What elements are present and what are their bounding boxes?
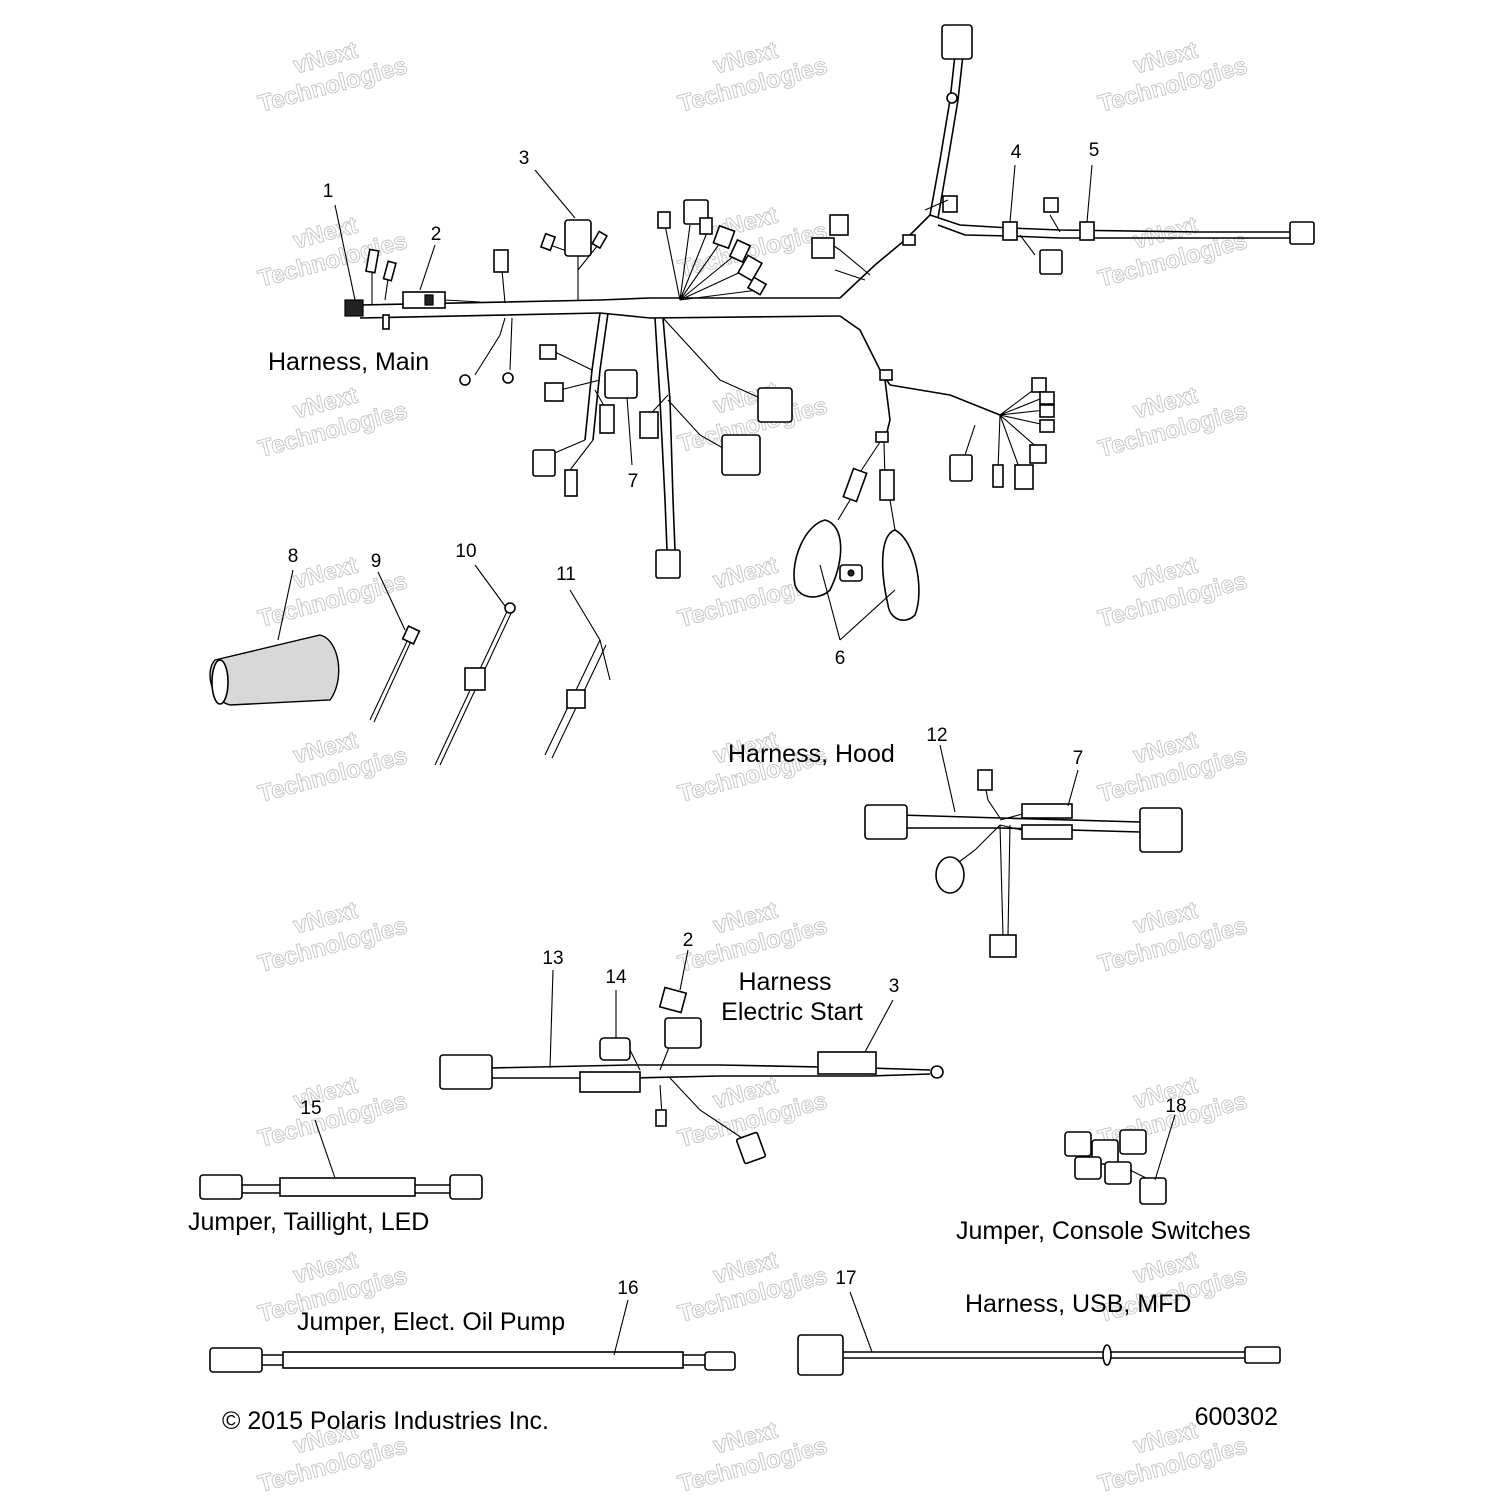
callout-11: 11 bbox=[556, 564, 576, 585]
clip-item-10 bbox=[464, 667, 486, 691]
watermark: vNext Technologies bbox=[1095, 211, 1251, 293]
watermark: vNext Technologies bbox=[1095, 381, 1251, 463]
callout-5: 5 bbox=[1089, 140, 1100, 161]
watermark: vNext Technologies bbox=[255, 896, 411, 978]
sensor-left bbox=[793, 519, 842, 598]
tie-item-9 bbox=[401, 625, 421, 645]
hood-harness bbox=[864, 769, 1183, 958]
leader-lines bbox=[277, 164, 1176, 1356]
callout-17: 17 bbox=[835, 1268, 856, 1289]
copyright: © 2015 Polaris Industries Inc. bbox=[222, 1407, 549, 1435]
sleeve-item-8 bbox=[209, 634, 340, 706]
callout-8: 8 bbox=[288, 546, 299, 567]
callout-7: 7 bbox=[628, 471, 639, 492]
label-jumper-console: Jumper, Console Switches bbox=[956, 1217, 1251, 1245]
callout-6: 6 bbox=[835, 648, 846, 669]
callout-12: 12 bbox=[926, 725, 947, 746]
watermark: vNext Technologies bbox=[255, 726, 411, 808]
label-jumper-oil-pump: Jumper, Elect. Oil Pump bbox=[297, 1308, 565, 1336]
watermark: vNext Technologies bbox=[1095, 896, 1251, 978]
accessories bbox=[209, 602, 611, 766]
label-harness-hood: Harness, Hood bbox=[728, 740, 895, 768]
watermark: vNext Technologies bbox=[1095, 36, 1251, 118]
electric-start-harness bbox=[439, 986, 944, 1165]
watermark: vNext Technologies bbox=[675, 1246, 831, 1328]
jumpers bbox=[199, 1129, 1281, 1376]
callout-14: 14 bbox=[605, 967, 627, 988]
callout-3-start: 3 bbox=[889, 976, 900, 997]
callout-18: 18 bbox=[1165, 1096, 1186, 1117]
callout-13: 13 bbox=[542, 948, 563, 969]
watermark: vNext Technologies bbox=[1095, 551, 1251, 633]
label-harness-electric-start-2: Electric Start bbox=[721, 998, 863, 1026]
callout-numbers: 1 2 3 4 5 6 7 8 9 10 11 12 7 13 14 2 3 1… bbox=[288, 140, 1187, 1299]
callout-2-start: 2 bbox=[683, 930, 694, 951]
connector-item-2-start bbox=[664, 1017, 702, 1049]
label-harness-main: Harness, Main bbox=[268, 348, 429, 376]
sensor-right bbox=[881, 529, 920, 621]
callout-1: 1 bbox=[323, 181, 334, 202]
watermark: vNext Technologies bbox=[1095, 726, 1251, 808]
watermark: vNext Technologies bbox=[675, 36, 831, 118]
callout-10: 10 bbox=[455, 541, 476, 562]
main-harness bbox=[344, 24, 1315, 621]
watermark: vNext Technologies bbox=[255, 381, 411, 463]
watermark: vNext Technologies bbox=[255, 551, 411, 633]
connector-item-3 bbox=[564, 219, 592, 257]
label-harness-usb: Harness, USB, MFD bbox=[965, 1290, 1191, 1318]
connector-item-1 bbox=[344, 299, 364, 317]
relay-item-14 bbox=[599, 1037, 631, 1061]
assembly-labels: Harness, Main Harness, Hood Harness Elec… bbox=[188, 348, 1251, 1336]
callout-9: 9 bbox=[371, 551, 382, 572]
callout-7-hood: 7 bbox=[1073, 748, 1084, 769]
callout-4: 4 bbox=[1011, 142, 1022, 163]
callout-16: 16 bbox=[617, 1278, 638, 1299]
callout-3: 3 bbox=[519, 148, 530, 169]
label-harness-electric-start-1: Harness bbox=[738, 968, 831, 996]
connector-item-7 bbox=[604, 369, 638, 399]
label-jumper-taillight: Jumper, Taillight, LED bbox=[188, 1208, 429, 1236]
connector-item-2 bbox=[402, 291, 446, 309]
figure-number: 600302 bbox=[1195, 1403, 1278, 1431]
callout-2: 2 bbox=[431, 224, 442, 245]
clip-item-11 bbox=[566, 689, 586, 709]
watermark: vNext Technologies bbox=[255, 1071, 411, 1153]
footer: © 2015 Polaris Industries Inc. 600302 bbox=[222, 1403, 1278, 1435]
callout-15: 15 bbox=[300, 1098, 321, 1119]
watermark: vNext Technologies bbox=[255, 36, 411, 118]
watermark: vNext Technologies bbox=[675, 1416, 831, 1498]
